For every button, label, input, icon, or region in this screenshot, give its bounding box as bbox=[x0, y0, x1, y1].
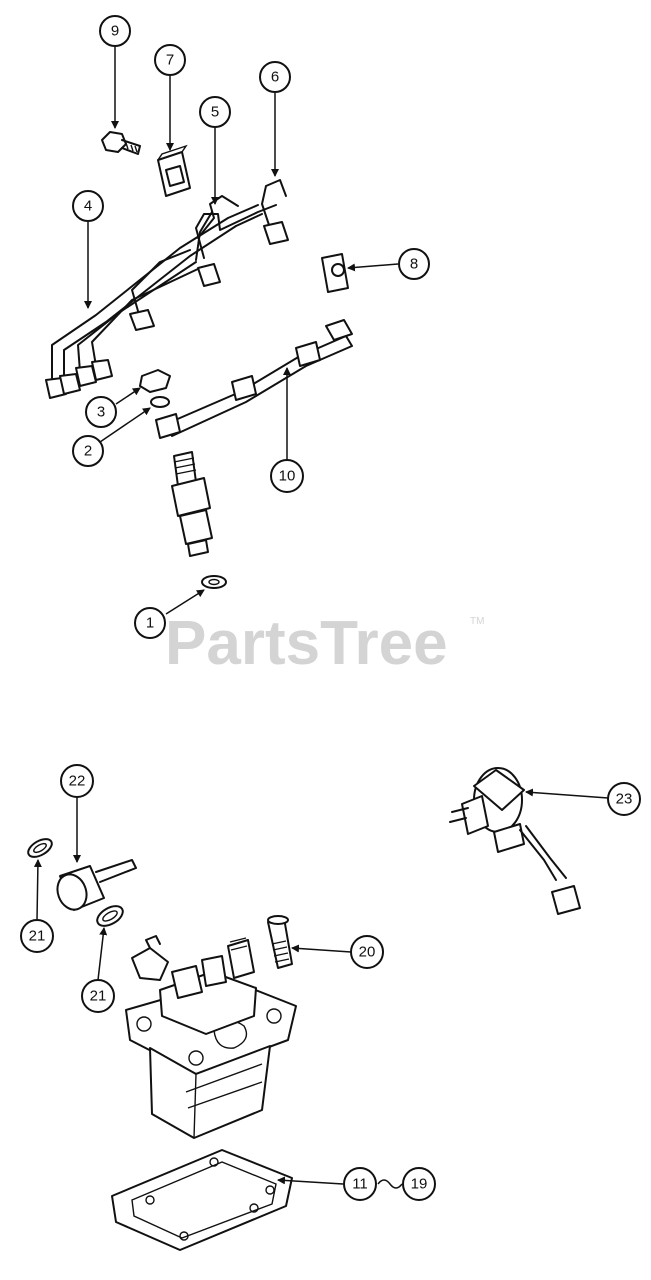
part-1-washer bbox=[201, 575, 227, 589]
callout-6-label: 6 bbox=[271, 69, 279, 86]
callout-4-circle bbox=[72, 190, 104, 222]
callouts: 9 7 5 6 4 8 3 2 bbox=[20, 15, 641, 1201]
part-21-oring-lower bbox=[96, 905, 124, 927]
part-8-clip bbox=[321, 253, 349, 293]
callout-4[interactable]: 4 bbox=[72, 190, 104, 222]
part-21-oring-upper bbox=[27, 838, 53, 858]
callout-2-label: 2 bbox=[84, 443, 92, 460]
callout-21b-label: 21 bbox=[90, 988, 107, 1005]
watermark-trademark: TM bbox=[470, 616, 484, 627]
leader-1 bbox=[165, 589, 205, 615]
callout-19-label: 19 bbox=[411, 1176, 428, 1193]
callout-8[interactable]: 8 bbox=[398, 248, 430, 280]
callout-21a-circle bbox=[20, 919, 54, 953]
callout-23[interactable]: 23 bbox=[607, 782, 641, 816]
callout-11-label: 11 bbox=[352, 1176, 368, 1193]
callout-21a-label: 21 bbox=[29, 928, 46, 945]
callout-3[interactable]: 3 bbox=[85, 396, 117, 428]
leader-21b bbox=[97, 927, 108, 981]
callout-5-label: 5 bbox=[211, 104, 219, 121]
callout-3-circle bbox=[85, 396, 117, 428]
watermark: PartsTree TM bbox=[165, 609, 484, 678]
leader-21a bbox=[33, 859, 42, 921]
callout-10[interactable]: 10 bbox=[270, 459, 304, 493]
part-20-stud bbox=[267, 915, 293, 969]
callout-5[interactable]: 5 bbox=[199, 96, 231, 128]
callout-1-label: 1 bbox=[146, 615, 154, 632]
leader-2 bbox=[99, 407, 151, 443]
callout-20-label: 20 bbox=[359, 944, 376, 961]
callout-21-upper[interactable]: 21 bbox=[20, 919, 54, 953]
callout-19-circle bbox=[402, 1167, 436, 1201]
callout-10-label: 10 bbox=[279, 468, 296, 485]
part-5-6-return-pipes bbox=[195, 179, 289, 259]
leader-3 bbox=[115, 387, 141, 405]
callout-6[interactable]: 6 bbox=[259, 61, 291, 93]
leader-lines bbox=[33, 47, 609, 1189]
callout-20[interactable]: 20 bbox=[350, 935, 384, 969]
part-22-sleeve bbox=[56, 859, 137, 911]
leader-11 bbox=[277, 1176, 344, 1185]
callout-9-circle bbox=[99, 15, 131, 47]
callout-9[interactable]: 9 bbox=[99, 15, 131, 47]
leader-11-19-range bbox=[377, 1179, 403, 1189]
callout-22-label: 22 bbox=[69, 773, 86, 790]
callout-5-circle bbox=[199, 96, 231, 128]
callout-22-circle bbox=[60, 764, 94, 798]
callout-9-label: 9 bbox=[111, 23, 119, 40]
callout-23-circle bbox=[607, 782, 641, 816]
part-4-injection-pipes bbox=[45, 195, 259, 399]
callout-20-circle bbox=[350, 935, 384, 969]
callout-8-label: 8 bbox=[410, 256, 418, 273]
callout-1-circle bbox=[134, 607, 166, 639]
injection-pump bbox=[125, 935, 297, 1139]
callout-4-label: 4 bbox=[84, 198, 92, 215]
part-7-clamp bbox=[157, 144, 191, 197]
callout-3-label: 3 bbox=[97, 404, 105, 421]
callout-11-circle bbox=[343, 1167, 377, 1201]
injection-nozzle bbox=[171, 451, 213, 557]
callout-2[interactable]: 2 bbox=[72, 435, 104, 467]
callout-19[interactable]: 19 bbox=[402, 1167, 436, 1201]
callout-1[interactable]: 1 bbox=[134, 607, 166, 639]
callout-6-circle bbox=[259, 61, 291, 93]
callout-8-circle bbox=[398, 248, 430, 280]
part-3-nut bbox=[139, 369, 171, 393]
part-23-solenoid bbox=[449, 767, 581, 915]
leader-20 bbox=[291, 944, 352, 953]
callout-10-circle bbox=[270, 459, 304, 493]
callout-11[interactable]: 11 bbox=[343, 1167, 377, 1201]
watermark-brand: PartsTree bbox=[165, 609, 448, 678]
leader-23 bbox=[525, 788, 609, 799]
part-9-bolt bbox=[101, 131, 141, 155]
callout-7-label: 7 bbox=[166, 52, 174, 69]
callout-2-circle bbox=[72, 435, 104, 467]
callout-21-lower[interactable]: 21 bbox=[81, 979, 115, 1013]
part-10-leakoff-pipe bbox=[155, 319, 353, 439]
callout-7-circle bbox=[154, 44, 186, 76]
callout-23-label: 23 bbox=[616, 791, 633, 808]
part-11-19-gasket bbox=[111, 1149, 293, 1251]
callout-21b-circle bbox=[81, 979, 115, 1013]
part-2-washer bbox=[150, 396, 170, 408]
leader-8 bbox=[347, 263, 399, 272]
callout-22[interactable]: 22 bbox=[60, 764, 94, 798]
callout-7[interactable]: 7 bbox=[154, 44, 186, 76]
